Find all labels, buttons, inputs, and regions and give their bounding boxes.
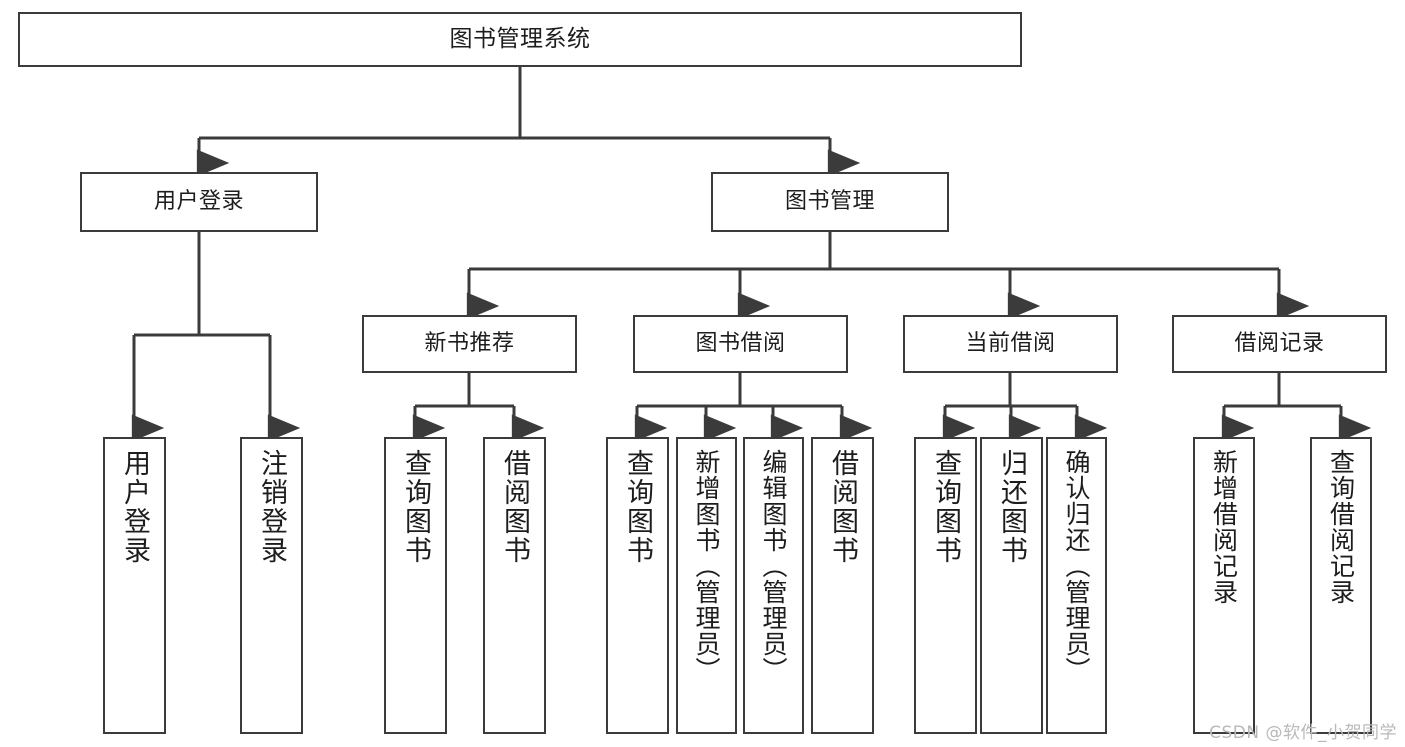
node-leaf-query-book-2[interactable]: 查询图书 xyxy=(606,437,669,734)
node-label: 图书借阅 xyxy=(695,330,786,356)
node-book-management[interactable]: 图书管理 xyxy=(711,172,949,232)
node-leaf-edit-book[interactable]: 编辑图书（管理员） xyxy=(743,437,804,734)
node-label: 查询图书 xyxy=(400,449,431,565)
node-label: 查询图书 xyxy=(622,449,653,565)
node-label: 用户登录 xyxy=(119,449,150,565)
node-label: 查询图书 xyxy=(930,449,961,565)
node-label: 图书管理系统 xyxy=(449,25,591,52)
node-leaf-query-record[interactable]: 查询借阅记录 xyxy=(1310,437,1372,734)
node-new-book-recommend[interactable]: 新书推荐 xyxy=(362,315,577,373)
node-leaf-logout-login[interactable]: 注销登录 xyxy=(240,437,303,734)
node-label: 借阅图书 xyxy=(499,449,530,565)
node-leaf-borrow-book-2[interactable]: 借阅图书 xyxy=(811,437,874,734)
node-leaf-user-login[interactable]: 用户登录 xyxy=(103,437,166,734)
node-label: 归还图书 xyxy=(996,449,1027,565)
node-label: 查询借阅记录 xyxy=(1326,449,1356,605)
node-label: 借阅图书 xyxy=(827,449,858,565)
node-label: 当前借阅 xyxy=(965,330,1056,356)
node-label: 新增图书（管理员） xyxy=(692,449,721,683)
node-user-login[interactable]: 用户登录 xyxy=(80,172,318,232)
node-leaf-add-record[interactable]: 新增借阅记录 xyxy=(1193,437,1255,734)
node-borrow-record[interactable]: 借阅记录 xyxy=(1172,315,1387,373)
node-current-borrow[interactable]: 当前借阅 xyxy=(903,315,1118,373)
node-leaf-query-book-3[interactable]: 查询图书 xyxy=(914,437,977,734)
node-leaf-query-book-1[interactable]: 查询图书 xyxy=(384,437,447,734)
node-label: 图书管理 xyxy=(784,188,875,214)
node-label: 新增借阅记录 xyxy=(1209,449,1239,605)
node-leaf-return-book[interactable]: 归还图书 xyxy=(980,437,1043,734)
node-label: 编辑图书（管理员） xyxy=(759,449,788,683)
node-book-borrow[interactable]: 图书借阅 xyxy=(633,315,848,373)
node-leaf-borrow-book-1[interactable]: 借阅图书 xyxy=(483,437,546,734)
node-leaf-add-book[interactable]: 新增图书（管理员） xyxy=(676,437,737,734)
node-label: 确认归还（管理员） xyxy=(1062,449,1091,683)
node-label: 用户登录 xyxy=(153,188,244,214)
node-root-book-management-system[interactable]: 图书管理系统 xyxy=(18,12,1022,67)
node-label: 注销登录 xyxy=(256,449,287,565)
node-label: 借阅记录 xyxy=(1234,330,1325,356)
node-label: 新书推荐 xyxy=(424,330,515,356)
node-leaf-confirm-return[interactable]: 确认归还（管理员） xyxy=(1046,437,1107,734)
